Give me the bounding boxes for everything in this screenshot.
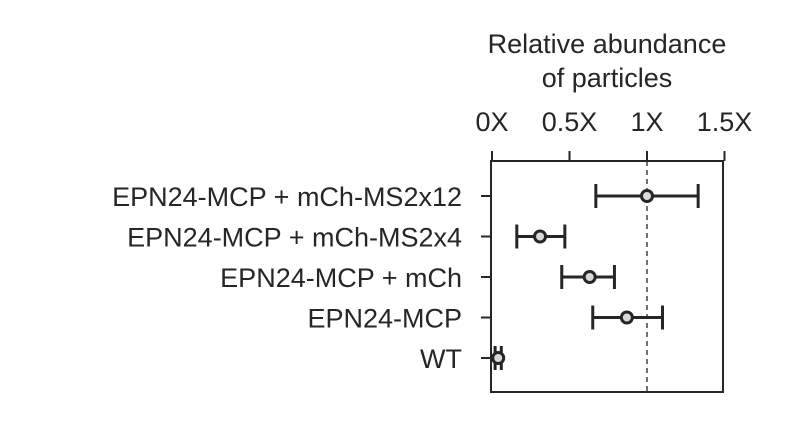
- x-axis-title-line: of particles: [542, 63, 673, 93]
- axis-title: Relative abundance of particles: [488, 29, 727, 93]
- x-axis-title-line: Relative abundance: [488, 29, 727, 59]
- category-label: WT: [420, 344, 462, 374]
- data-point-group: [515, 224, 567, 249]
- data-point-group: [560, 265, 616, 289]
- category-label: EPN24-MCP + mCh: [220, 263, 462, 293]
- mean-point: [640, 189, 654, 203]
- data-point-group: [591, 305, 664, 330]
- mean-point: [533, 229, 548, 244]
- plot-area: [490, 160, 724, 393]
- category-label: EPN24-MCP: [307, 304, 462, 334]
- x-tick-label: 0X: [475, 107, 508, 137]
- data-point-group: [594, 184, 700, 208]
- category-label: EPN24-MCP + mCh-MS2x4: [127, 223, 462, 253]
- x-tick-label: 1.5X: [697, 107, 753, 137]
- category-label: EPN24-MCP + mCh-MS2x12: [112, 182, 462, 212]
- mean-point: [619, 310, 634, 325]
- x-tick-label: 0.5X: [542, 107, 598, 137]
- x-tick-label: 1X: [630, 107, 663, 137]
- x-axis-ticks: 0X 0.5X 1X 1.5X: [475, 107, 752, 161]
- data-point-group: [491, 346, 506, 370]
- mean-point: [491, 351, 506, 365]
- mean-point: [582, 270, 597, 284]
